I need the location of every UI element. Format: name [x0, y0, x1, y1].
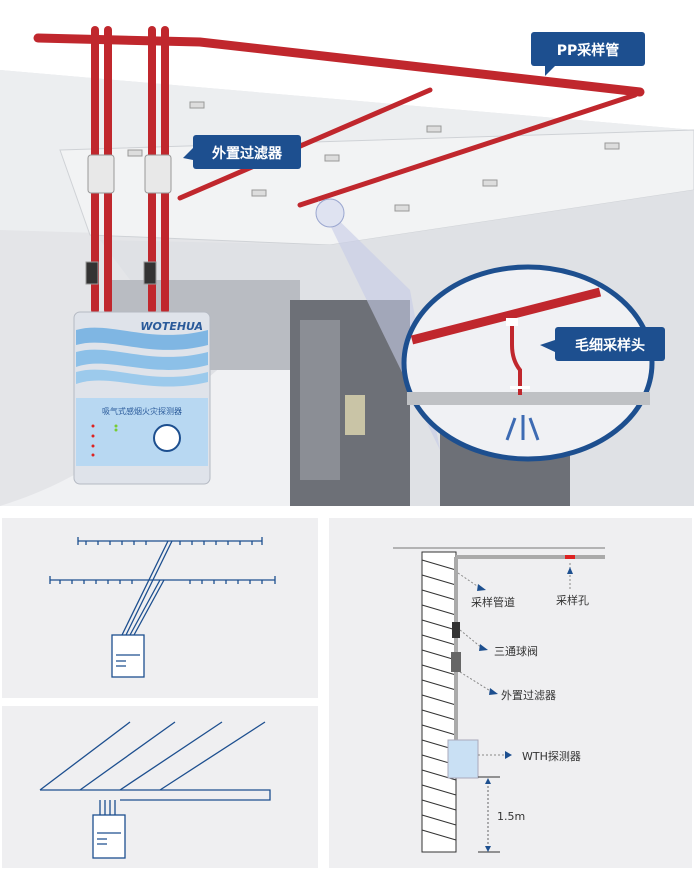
install-panel [329, 518, 692, 868]
label-detector: WTH探测器 [522, 750, 581, 763]
callout-pp-pipe: PP采样管 [531, 32, 645, 76]
layout-panel-grid [2, 706, 318, 868]
filters [85, 154, 172, 285]
label-height: 1.5m [497, 810, 525, 823]
installation-diagram: 采样管道 采样孔 三通球阀 外置过滤器 WTH探测器 1.5m [393, 547, 605, 853]
grid-layout-diagram [39, 721, 271, 859]
detector-title: 吸气式感烟火灾探测器 [102, 406, 182, 416]
callout-capillary-label: 毛细采样头 [575, 337, 645, 354]
callout-pp-pipe-label: PP采样管 [557, 42, 620, 59]
label-filter: 外置过滤器 [501, 689, 556, 702]
layout-panel-branch [2, 518, 318, 698]
label-sampling-hole: 采样孔 [556, 593, 589, 607]
callout-capillary: 毛细采样头 [540, 327, 665, 361]
callout-filter-label: 外置过滤器 [212, 145, 283, 162]
detector-unit: WOTEHUA 吸气式感烟火灾探测器 [73, 311, 211, 485]
label-sampling-pipe: 采样管道 [471, 595, 515, 609]
branch-layout-diagram [49, 537, 276, 678]
detector-brand: WOTEHUA [140, 320, 203, 333]
label-ball-valve: 三通球阀 [494, 644, 538, 658]
callout-filter: 外置过滤器 [183, 135, 301, 169]
capillary-magnifier [315, 198, 655, 462]
sampling-points [127, 101, 620, 212]
